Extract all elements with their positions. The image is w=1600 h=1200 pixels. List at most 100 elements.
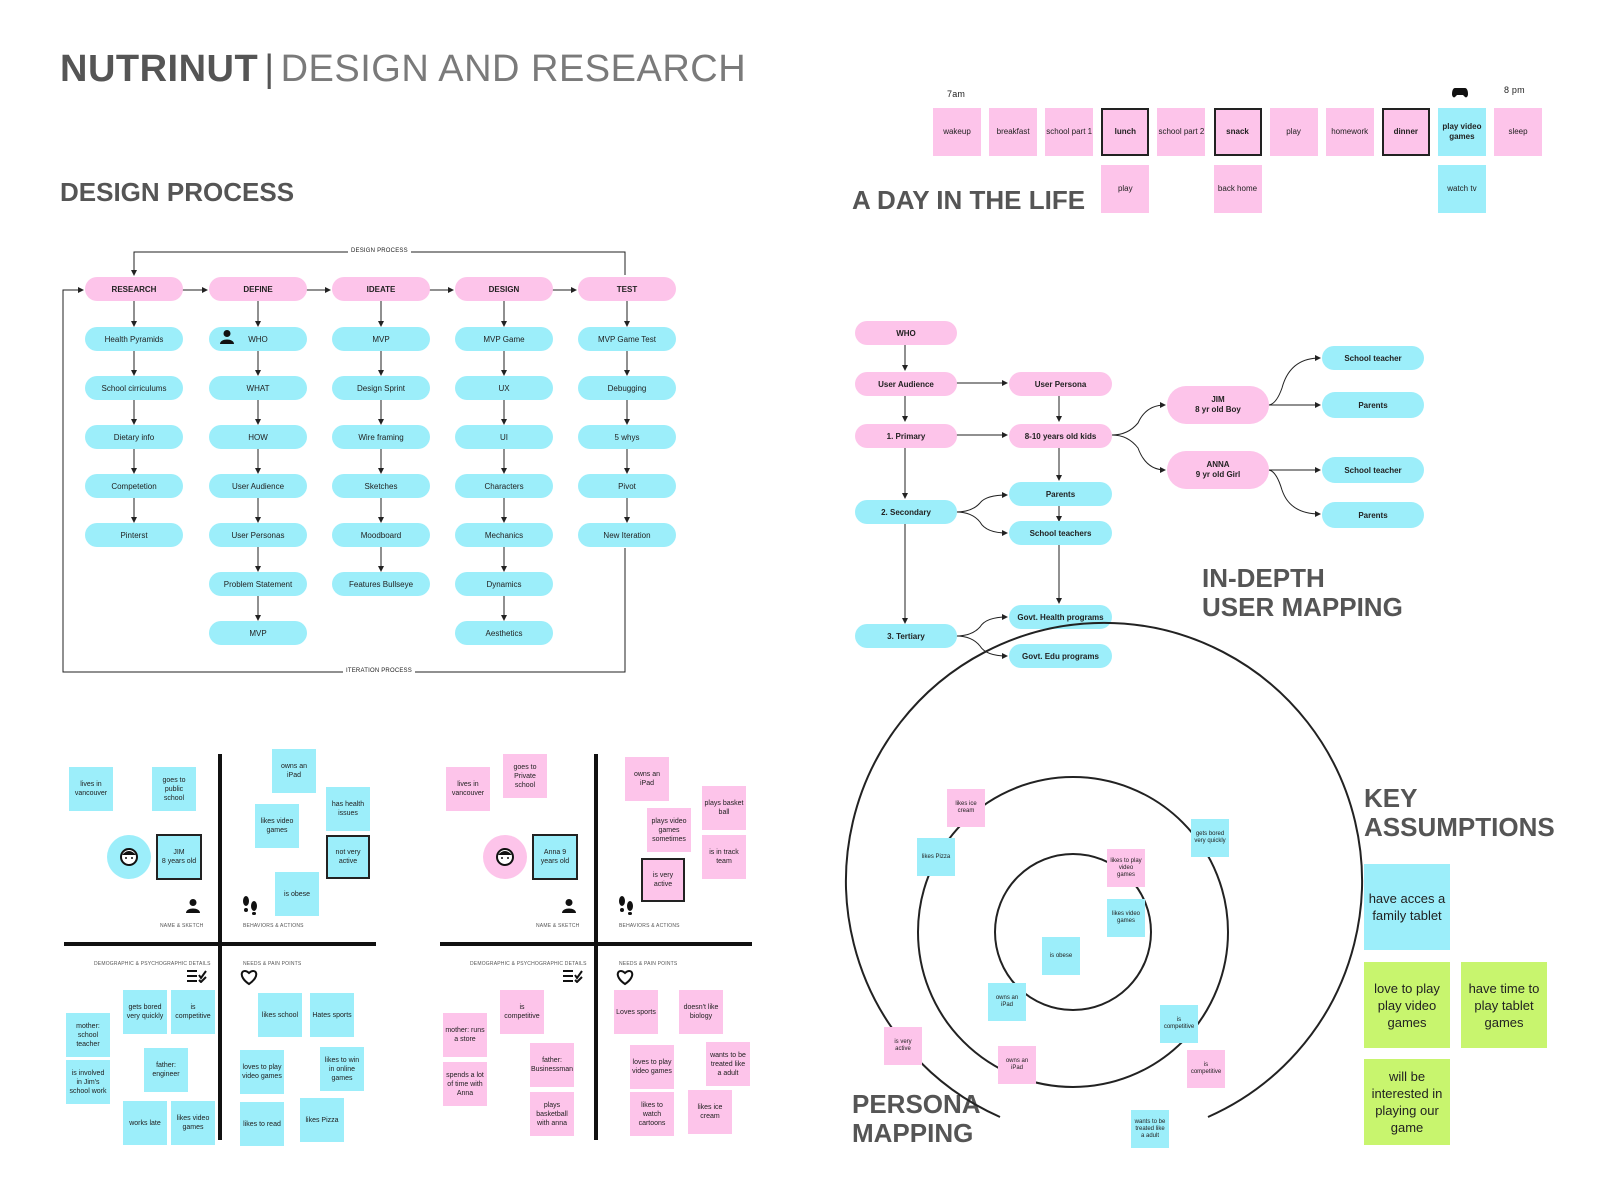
persona-map-note: is very active (884, 1027, 922, 1065)
sticky-note: likes school (258, 993, 302, 1037)
footprints-icon-wrap (241, 895, 259, 920)
sticky-note: is competitive (171, 990, 215, 1034)
day-event-note: school part 1 (1045, 108, 1094, 156)
assumption-note: will be interested in playing our game (1364, 1059, 1450, 1145)
checklist-icon (563, 970, 583, 984)
key-assumptions-title: KEY ASSUMPTIONS (1364, 784, 1555, 842)
footprints-icon-wrap (617, 895, 635, 920)
day-event-note: homework (1325, 108, 1374, 156)
um-secondary-node: 2. Secondary (855, 500, 957, 524)
um-parents-node: Parents (1009, 482, 1112, 506)
day-event-note: play (1269, 108, 1318, 156)
assumption-note: love to play play video games (1364, 962, 1450, 1048)
day-event-note: sleep (1494, 108, 1542, 156)
sticky-note: gets bored very quickly (123, 990, 167, 1034)
persona-avatar (107, 835, 151, 879)
persona-map-note: likes Pizza (917, 838, 955, 876)
sticky-note: likes video games (255, 804, 299, 848)
process-step: Problem Statement (209, 572, 307, 596)
sticky-note: loves to play video games (630, 1045, 674, 1089)
sticky-note: owns an iPad (625, 757, 669, 801)
sticky-note: likes video games (171, 1101, 215, 1145)
sticky-note: spends a lot of time with Anna (443, 1062, 487, 1106)
process-step: MVP (209, 621, 307, 645)
process-step: New Iteration (578, 523, 676, 547)
process-step: Design Sprint (332, 376, 430, 400)
sticky-note: Loves sports (614, 990, 658, 1034)
persona-map-note: likes video games (1107, 899, 1145, 937)
checklist-icon-wrap (563, 969, 583, 988)
um-user-audience-node: User Audience (855, 372, 957, 396)
sticky-note: Hates sports (310, 993, 354, 1037)
sticky-note: owns an iPad (272, 749, 316, 793)
sticky-note: likes to read (240, 1102, 284, 1146)
day-event-note: school part 2 (1157, 108, 1206, 156)
um-anna-parents-node: Parents (1322, 502, 1424, 528)
heart-icon (616, 970, 634, 986)
sticky-note: is in track team (702, 835, 746, 879)
day-event-note: dinner (1381, 108, 1430, 156)
sticky-note: doesn't like biology (679, 990, 723, 1034)
sticky-note: loves to play video games (240, 1050, 284, 1094)
persona-map-note: owns an iPad (998, 1046, 1036, 1084)
sticky-note: is obese (275, 872, 319, 916)
sticky-note: likes to watch cartoons (630, 1092, 674, 1136)
design-process-loop-label: DESIGN PROCESS (348, 248, 411, 254)
stage-design: DESIGN (455, 277, 553, 301)
sticky-note: goes to Private school (503, 754, 547, 798)
day-sub-event-note: back home (1213, 165, 1262, 213)
persona-map-note: is competitive (1160, 1005, 1198, 1043)
process-step: User Personas (209, 523, 307, 547)
assumption-note: have acces a family tablet (1364, 864, 1450, 950)
quadrant-label-demographic: DEMOGRAPHIC & PSYCHOGRAPHIC DETAILS (94, 961, 211, 967)
process-step: Dynamics (455, 572, 553, 596)
day-start-time: 7am (947, 89, 966, 99)
quadrant-label-name: NAME & SKETCH (160, 923, 204, 929)
sticky-note: has health issues (326, 787, 370, 831)
footprints-icon (243, 896, 257, 915)
quadrant-label-behaviors: BEHAVIORS & ACTIONS (619, 923, 680, 929)
face-icon (496, 848, 514, 866)
user-mapping-title: IN-DEPTH USER MAPPING (1202, 564, 1403, 622)
title-subtitle: DESIGN AND RESEARCH (280, 48, 747, 90)
day-event-note: play video games (1437, 108, 1486, 156)
sticky-note: father: engineer (144, 1048, 188, 1092)
user-mapping-title-line2: USER MAPPING (1202, 592, 1403, 622)
sticky-note: father: Businessman (530, 1043, 574, 1087)
um-teachers-node: School teachers (1009, 521, 1112, 545)
process-step: MVP (332, 327, 430, 351)
process-step: Aesthetics (455, 621, 553, 645)
quadrant-label-behaviors: BEHAVIORS & ACTIONS (243, 923, 304, 929)
day-event-note: breakfast (989, 108, 1038, 156)
heart-icon (240, 970, 258, 986)
sticky-note: lives in vancouver (446, 767, 490, 811)
process-step: Pinterst (85, 523, 183, 547)
sticky-note: plays basketball with anna (530, 1092, 574, 1136)
process-step: User Audience (209, 474, 307, 498)
um-kids-node: 8-10 years old kids (1009, 424, 1112, 448)
day-end-time: 8 pm (1504, 85, 1525, 95)
day-sub-event-note: play (1101, 165, 1150, 213)
quadrant-label-demographic: DEMOGRAPHIC & PSYCHOGRAPHIC DETAILS (470, 961, 587, 967)
um-jim-parents-node: Parents (1322, 392, 1424, 418)
face-icon (120, 848, 138, 866)
quadrant-label-needs: NEEDS & PAIN POINTS (243, 961, 302, 967)
sticky-note: is very active (641, 858, 685, 902)
heart-icon-wrap (239, 968, 259, 991)
process-step: UX (455, 376, 553, 400)
person-icon-wrap (185, 898, 201, 919)
process-step: MVP Game (455, 327, 553, 351)
sticky-note: is competitive (500, 990, 544, 1034)
um-user-persona-node: User Persona (1009, 372, 1112, 396)
stage-define: DEFINE (209, 277, 307, 301)
person-icon (220, 330, 234, 344)
sticky-note: works late (123, 1101, 167, 1145)
stage-ideate: IDEATE (332, 277, 430, 301)
sticky-note: likes ice cream (688, 1090, 732, 1134)
sticky-note: not very active (326, 835, 370, 879)
um-primary-node: 1. Primary (855, 424, 957, 448)
day-event-note: lunch (1101, 108, 1150, 156)
day-event-note: wakeup (933, 108, 981, 156)
